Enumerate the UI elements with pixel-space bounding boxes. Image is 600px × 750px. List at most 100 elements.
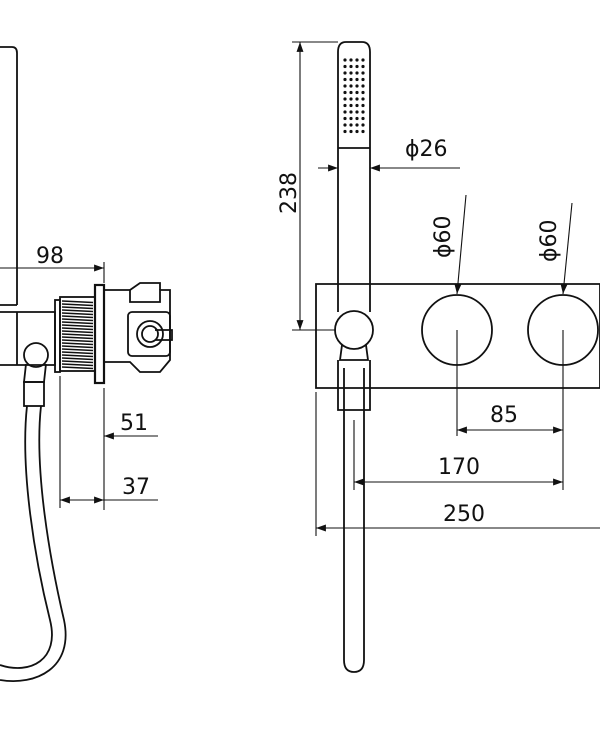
nozzle-dot xyxy=(349,123,353,127)
nozzle-dot xyxy=(343,97,347,101)
thread-line xyxy=(61,327,94,331)
thread-line xyxy=(61,357,94,361)
side-holder-arm xyxy=(0,299,61,373)
dim-front-phi26-label: ϕ26 xyxy=(405,137,448,162)
thread-line xyxy=(61,312,94,316)
handshower-nozzle-grid xyxy=(343,58,365,134)
nozzle-dot xyxy=(343,64,347,69)
nozzle-dot xyxy=(349,110,353,114)
nozzle-dot xyxy=(343,110,347,114)
thread-line xyxy=(61,303,94,307)
side-view: 98 51 37 xyxy=(0,46,173,682)
dim-front-250: 250 xyxy=(315,392,600,536)
nozzle-dot xyxy=(343,90,347,95)
side-wall-plate xyxy=(93,283,106,385)
dim-front-knob2-phi60: ϕ60 xyxy=(537,202,573,295)
front-hose xyxy=(343,368,365,673)
side-handshower xyxy=(0,46,18,306)
nozzle-dot xyxy=(355,90,359,95)
nozzle-dot xyxy=(355,129,359,134)
nozzle-dot xyxy=(355,97,359,101)
nozzle-dot xyxy=(361,84,365,88)
dim-front-170: 170 xyxy=(354,455,563,486)
thread-line xyxy=(61,339,94,343)
thread-line xyxy=(61,333,94,337)
thread-line xyxy=(61,351,94,355)
nozzle-dot xyxy=(361,129,365,134)
nozzle-dot xyxy=(343,58,347,62)
nozzle-dot xyxy=(349,77,353,82)
nozzle-dot xyxy=(361,71,365,75)
thread-line xyxy=(61,309,94,313)
nozzle-dot xyxy=(361,116,365,121)
front-wall-plate xyxy=(315,283,600,389)
dim-side-98: 98 xyxy=(0,244,105,283)
dim-front-170-label: 170 xyxy=(438,455,480,480)
dim-front-knob1-phi60: ϕ60 xyxy=(431,194,467,295)
nozzle-dot xyxy=(349,90,353,95)
thread-line xyxy=(61,363,94,367)
thread-line xyxy=(61,336,94,340)
nozzle-dot xyxy=(343,103,347,108)
thread-line xyxy=(61,315,94,319)
thread-line xyxy=(61,342,94,346)
nozzle-dot xyxy=(361,90,365,95)
nozzle-dot xyxy=(349,116,353,121)
nozzle-dot xyxy=(355,110,359,114)
nozzle-dot xyxy=(355,64,359,69)
thread-line xyxy=(61,300,94,304)
dim-side-51: 51 xyxy=(103,388,158,510)
nozzle-dot xyxy=(355,116,359,121)
nozzle-dot xyxy=(343,123,347,127)
dim-side-98-label: 98 xyxy=(36,244,64,269)
thread-line xyxy=(61,321,94,325)
front-view: 238 ϕ26 ϕ60 ϕ60 85 170 xyxy=(277,41,600,673)
nozzle-dot xyxy=(355,84,359,88)
nozzle-dot xyxy=(361,110,365,114)
thread-line xyxy=(61,318,94,322)
nozzle-dot xyxy=(343,71,347,75)
thread-line xyxy=(61,345,94,349)
thread-line xyxy=(61,324,94,328)
dim-side-37-label: 37 xyxy=(122,475,150,500)
thread-line xyxy=(61,348,94,352)
dim-front-238: 238 xyxy=(277,41,338,331)
dim-front-85-label: 85 xyxy=(490,403,518,428)
thread-line xyxy=(61,354,94,358)
nozzle-dot xyxy=(349,97,353,101)
nozzle-dot xyxy=(355,58,359,62)
nozzle-dot xyxy=(343,116,347,121)
front-handshower xyxy=(337,41,371,312)
dim-front-knob2-phi60-label: ϕ60 xyxy=(537,219,562,262)
dim-front-phi26: ϕ26 xyxy=(318,137,460,172)
side-hose-connector xyxy=(22,342,49,407)
nozzle-dot xyxy=(349,58,353,62)
dim-side-51-label: 51 xyxy=(120,411,148,436)
side-wall-outlet xyxy=(104,282,173,373)
side-threaded-body xyxy=(59,296,96,372)
nozzle-dot xyxy=(361,77,365,82)
thread-line xyxy=(61,366,94,370)
nozzle-dot xyxy=(361,103,365,108)
nozzle-dot xyxy=(355,123,359,127)
dim-front-85: 85 xyxy=(457,403,563,434)
thread-line xyxy=(61,306,94,310)
nozzle-dot xyxy=(361,58,365,62)
nozzle-dot xyxy=(349,64,353,69)
nozzle-dot xyxy=(355,103,359,108)
dim-front-238-label: 238 xyxy=(277,172,302,214)
nozzle-dot xyxy=(361,123,365,127)
nozzle-dot xyxy=(349,103,353,108)
side-hose xyxy=(0,405,67,682)
dim-front-knob1-phi60-label: ϕ60 xyxy=(431,215,456,258)
front-outlet xyxy=(334,310,374,411)
nozzle-dot xyxy=(355,71,359,75)
thread-line xyxy=(61,330,94,334)
nozzle-dot xyxy=(355,77,359,82)
thread-line xyxy=(61,360,94,364)
nozzle-dot xyxy=(349,71,353,75)
nozzle-dot xyxy=(361,64,365,69)
dim-front-250-label: 250 xyxy=(443,502,485,527)
nozzle-dot xyxy=(349,84,353,88)
